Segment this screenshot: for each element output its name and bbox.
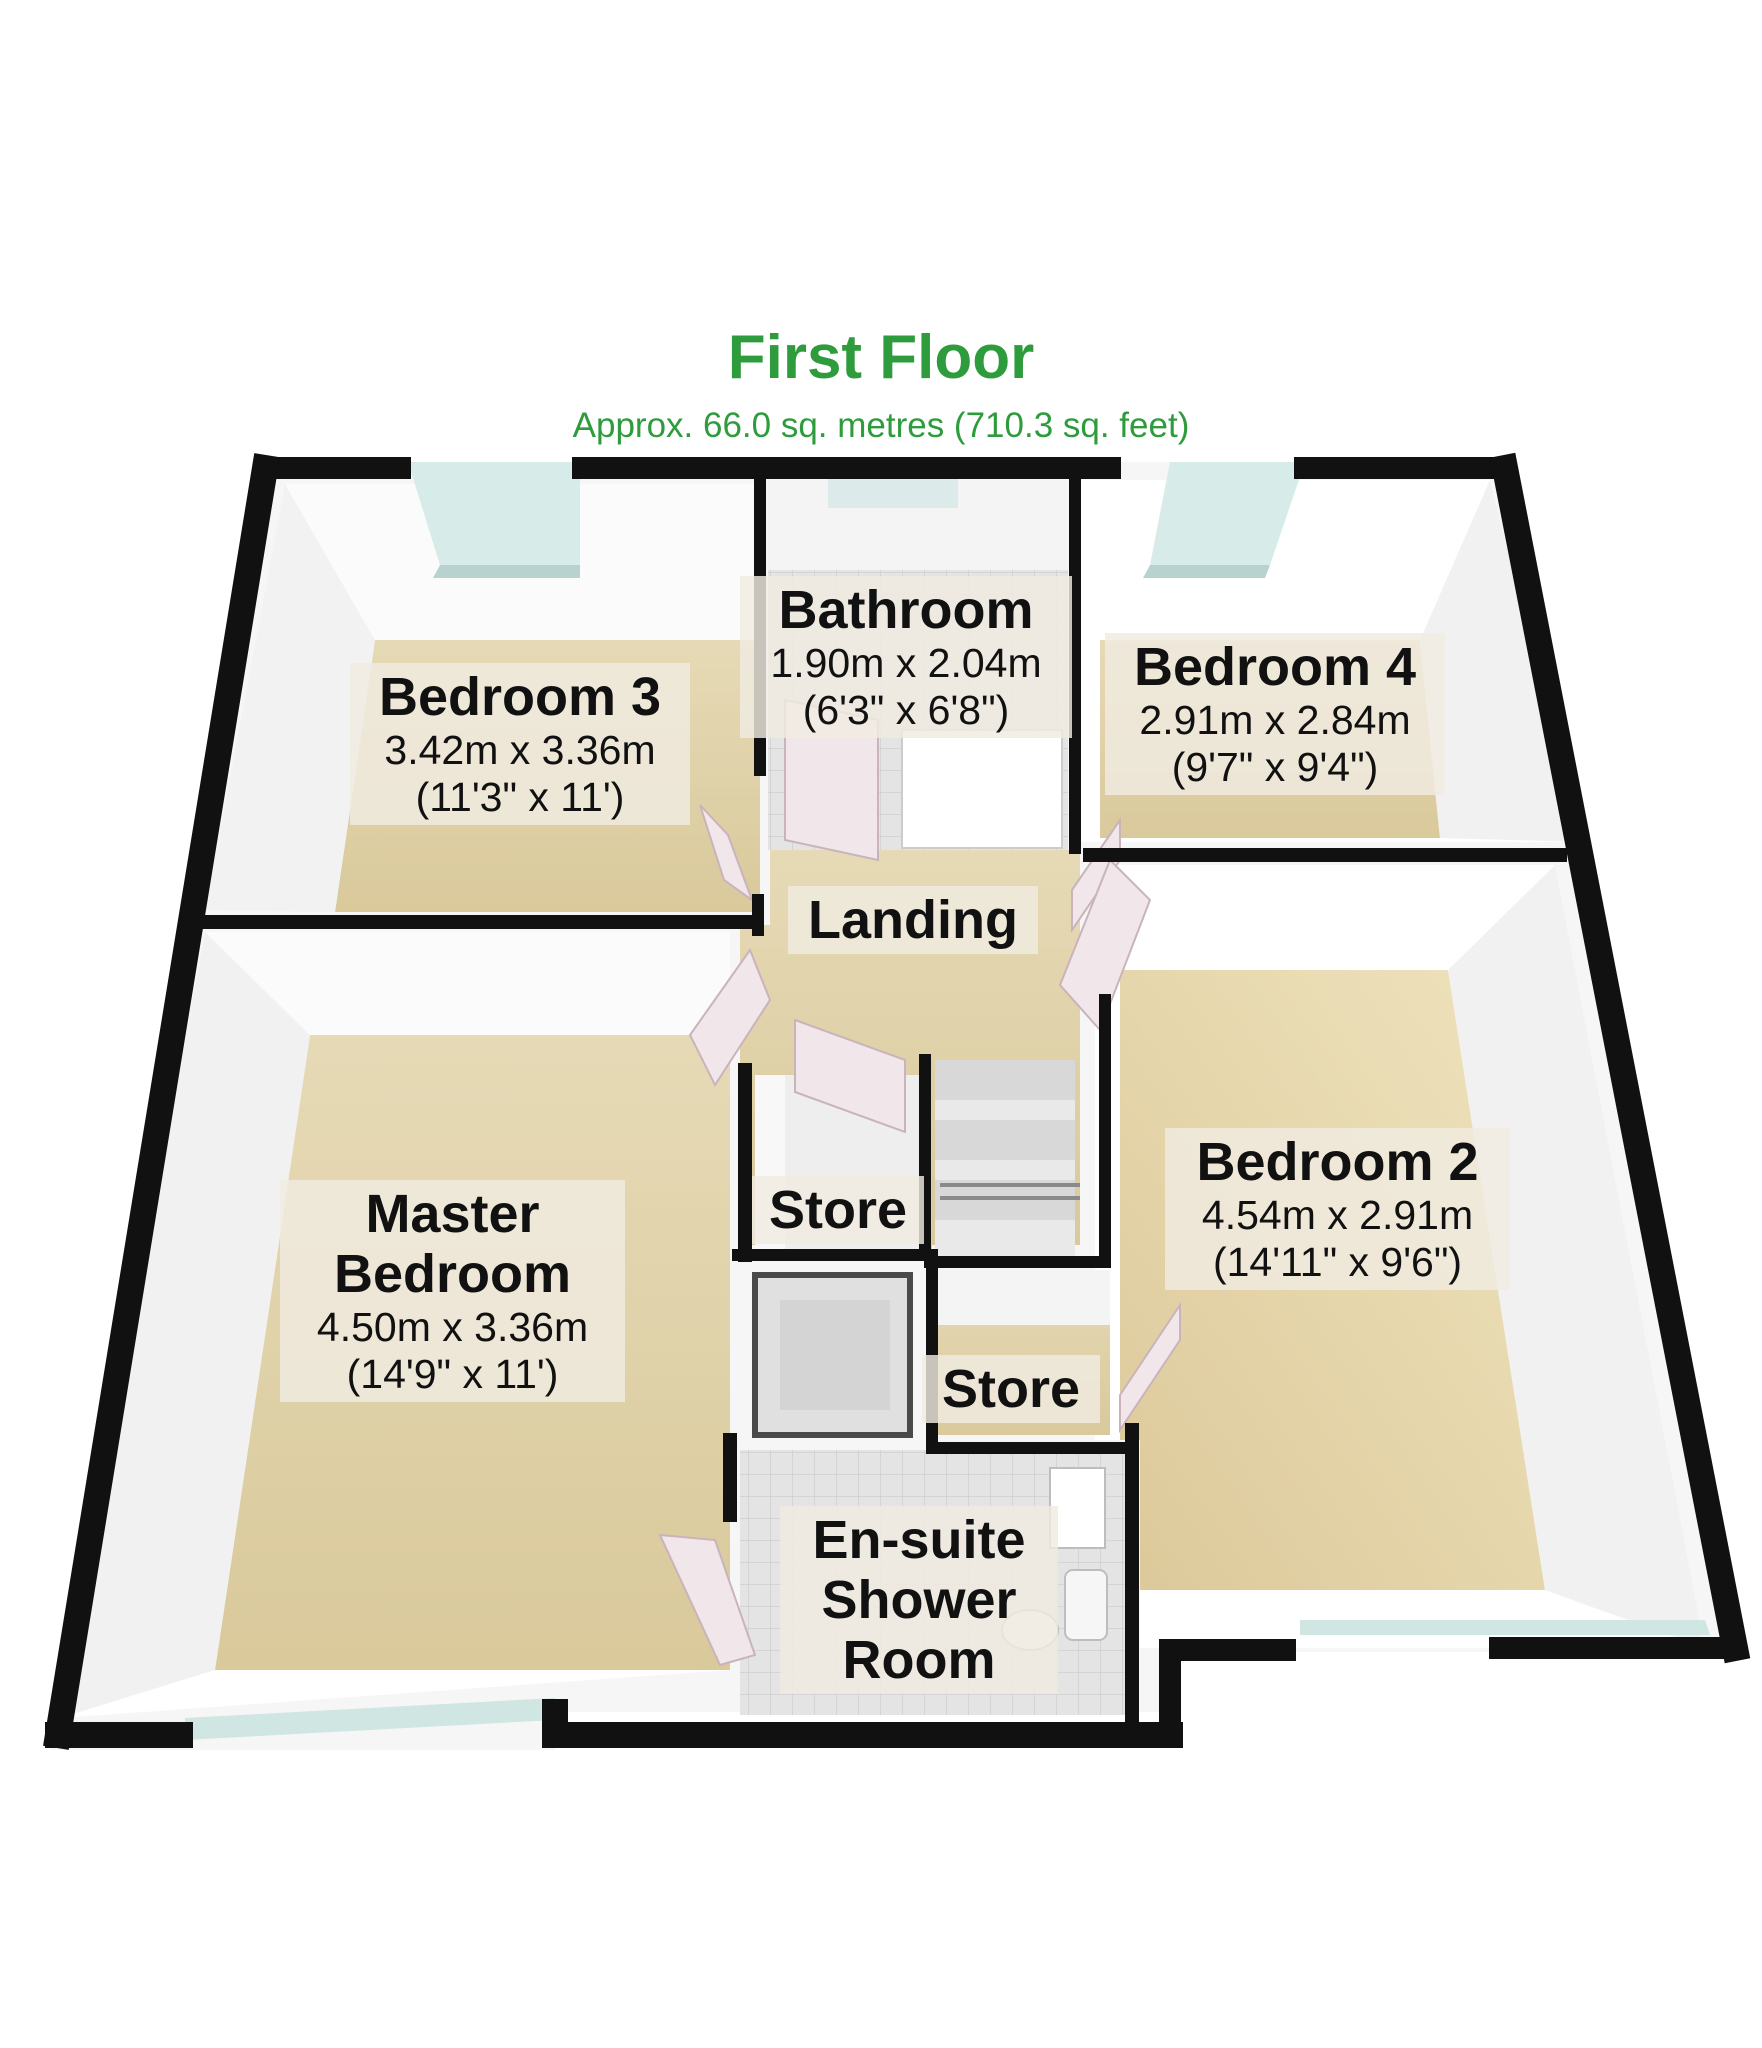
bedroom-3-dim-metric: 3.42m x 3.36m (384, 727, 656, 773)
bedroom-3-label: Bedroom 3 3.42m x 3.36m (11'3" x 11') (350, 663, 690, 825)
store-2-name: Store (941, 1359, 1081, 1419)
doors (658, 698, 1181, 1667)
store-1-label: Store (752, 1176, 924, 1244)
ensuite-name-line3: Room (842, 1630, 996, 1690)
bedroom-3-window (408, 462, 580, 578)
bedroom-2-window (1300, 1620, 1710, 1635)
bedroom-3-dim-imperial: (11'3" x 11') (415, 774, 625, 820)
bedroom-4-dim-imperial: (9'7" x 9'4") (1171, 744, 1379, 790)
bathroom-label: Bathroom 1.90m x 2.04m (6'3" x 6'8") (740, 576, 1072, 738)
bedroom-3-name: Bedroom 3 (378, 667, 662, 727)
master-bedroom-name-line1: Master (365, 1184, 540, 1244)
master-bedroom-name-line2: Bedroom (333, 1244, 571, 1304)
ensuite-name-line1: En-suite (812, 1510, 1026, 1570)
ensuite-name-line2: Shower (821, 1570, 1017, 1630)
landing-name: Landing (808, 890, 1018, 950)
floor-area-subtitle: Approx. 66.0 sq. metres (710.3 sq. feet) (572, 406, 1190, 445)
staircase (922, 1060, 1080, 1260)
floor-title: First Floor (727, 323, 1035, 392)
bedroom-2-dim-imperial: (14'11" x 9'6") (1212, 1239, 1463, 1285)
bedroom-4-label: Bedroom 4 2.91m x 2.84m (9'7" x 9'4") (1105, 633, 1445, 795)
bedroom-4-window (1143, 462, 1305, 578)
bedroom-2-dim-metric: 4.54m x 2.91m (1201, 1192, 1474, 1238)
store-1-name: Store (768, 1180, 908, 1240)
bedroom-4-dim-metric: 2.91m x 2.84m (1139, 697, 1411, 743)
master-bedroom-window (185, 1698, 555, 1740)
master-bedroom-label: Master Bedroom 4.50m x 3.36m (14'9" x 11… (280, 1180, 625, 1402)
master-bedroom-dim-imperial: (14'9" x 11') (346, 1351, 559, 1397)
bathroom-dim-metric: 1.90m x 2.04m (770, 640, 1042, 686)
bedroom-4-name: Bedroom 4 (1133, 637, 1417, 697)
bathroom-name: Bathroom (778, 580, 1034, 640)
bedroom-2-name: Bedroom 2 (1196, 1132, 1479, 1192)
bathroom-dim-imperial: (6'3" x 6'8") (802, 687, 1010, 733)
bedroom-2-label: Bedroom 2 4.54m x 2.91m (14'11" x 9'6") (1165, 1128, 1510, 1290)
landing-label: Landing (788, 886, 1038, 954)
ensuite-label: En-suite Shower Room (780, 1506, 1058, 1694)
master-bedroom-dim-metric: 4.50m x 3.36m (316, 1304, 589, 1350)
walls (43, 452, 1751, 1750)
store-2-label: Store (922, 1355, 1100, 1423)
